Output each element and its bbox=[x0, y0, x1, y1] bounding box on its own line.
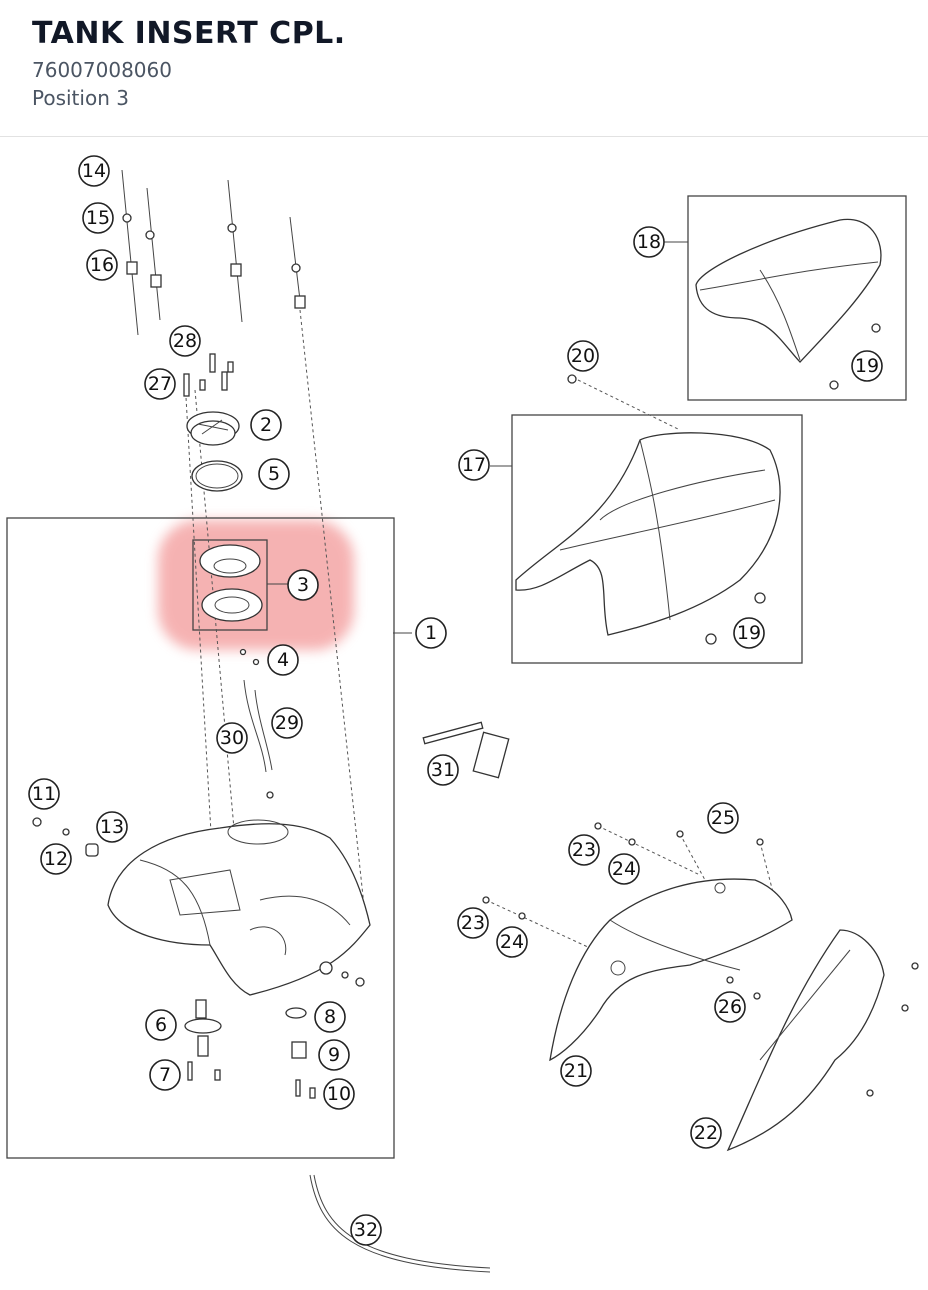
svg-text:21: 21 bbox=[564, 1060, 588, 1082]
screws bbox=[183, 353, 234, 397]
svg-text:11: 11 bbox=[32, 783, 56, 805]
callout-29[interactable]: 29 bbox=[271, 707, 303, 739]
svg-text:24: 24 bbox=[500, 931, 524, 953]
filler-cap bbox=[186, 411, 240, 446]
hose bbox=[309, 1174, 491, 1273]
svg-text:6: 6 bbox=[155, 1014, 167, 1036]
svg-text:14: 14 bbox=[82, 160, 106, 182]
seal-ring bbox=[191, 460, 243, 492]
callout-4[interactable]: 4 bbox=[267, 644, 299, 676]
callout-5[interactable]: 5 bbox=[258, 458, 290, 490]
callout-13[interactable]: 13 bbox=[96, 811, 128, 843]
fuel-tank bbox=[107, 819, 371, 996]
callout-31[interactable]: 31 bbox=[427, 754, 459, 786]
rear-fender bbox=[549, 878, 793, 1062]
svg-text:2: 2 bbox=[260, 414, 272, 436]
callout-30[interactable]: 30 bbox=[216, 722, 248, 754]
svg-text:19: 19 bbox=[855, 355, 879, 377]
svg-text:13: 13 bbox=[100, 816, 124, 838]
svg-text:28: 28 bbox=[173, 330, 197, 352]
part-number: 76007008060 bbox=[32, 58, 172, 82]
svg-text:23: 23 bbox=[461, 912, 485, 934]
tank-assembly-box bbox=[6, 517, 395, 1159]
callout-28[interactable]: 28 bbox=[169, 325, 201, 357]
side-cover bbox=[726, 929, 885, 1152]
callout-19-rear[interactable]: 19 bbox=[851, 350, 883, 382]
callout-25[interactable]: 25 bbox=[707, 802, 739, 834]
callout-8[interactable]: 8 bbox=[314, 1001, 346, 1033]
fuel-pump bbox=[184, 999, 222, 1081]
svg-text:31: 31 bbox=[431, 759, 455, 781]
header: TANK INSERT CPL. 76007008060 Position 3 bbox=[0, 0, 928, 137]
callout-12[interactable]: 12 bbox=[40, 843, 72, 875]
callout-22[interactable]: 22 bbox=[690, 1117, 722, 1149]
svg-text:32: 32 bbox=[354, 1219, 378, 1241]
callout-20[interactable]: 20 bbox=[567, 340, 599, 372]
svg-text:7: 7 bbox=[159, 1064, 171, 1086]
part-title: TANK INSERT CPL. bbox=[32, 16, 346, 51]
svg-text:19: 19 bbox=[737, 622, 761, 644]
svg-text:29: 29 bbox=[275, 712, 299, 734]
insert-box bbox=[192, 539, 268, 631]
callout-11[interactable]: 11 bbox=[28, 778, 60, 810]
svg-text:3: 3 bbox=[297, 574, 309, 596]
svg-text:16: 16 bbox=[90, 254, 114, 276]
rear-seat-box bbox=[687, 195, 907, 401]
callout-10[interactable]: 10 bbox=[323, 1078, 355, 1110]
rear-seat bbox=[695, 218, 882, 363]
svg-text:15: 15 bbox=[86, 207, 110, 229]
callout-2[interactable]: 2 bbox=[250, 409, 282, 441]
svg-text:8: 8 bbox=[324, 1006, 336, 1028]
callout-23-lower[interactable]: 23 bbox=[457, 907, 489, 939]
svg-text:12: 12 bbox=[44, 848, 68, 870]
svg-text:9: 9 bbox=[328, 1044, 340, 1066]
front-seat-box bbox=[511, 414, 803, 664]
callout-6[interactable]: 6 bbox=[145, 1009, 177, 1041]
callout-26[interactable]: 26 bbox=[714, 991, 746, 1023]
position-text: Position 3 bbox=[32, 86, 129, 110]
callout-27[interactable]: 27 bbox=[144, 368, 176, 400]
callout-23-upper[interactable]: 23 bbox=[568, 834, 600, 866]
svg-text:20: 20 bbox=[571, 345, 595, 367]
svg-text:17: 17 bbox=[462, 454, 486, 476]
svg-text:25: 25 bbox=[711, 807, 735, 829]
svg-text:18: 18 bbox=[637, 231, 661, 253]
callout-19-front[interactable]: 19 bbox=[733, 617, 765, 649]
callout-9[interactable]: 9 bbox=[318, 1039, 350, 1071]
svg-text:24: 24 bbox=[612, 858, 636, 880]
callout-7[interactable]: 7 bbox=[149, 1059, 181, 1091]
tank-insert[interactable] bbox=[199, 544, 263, 622]
svg-text:26: 26 bbox=[718, 996, 742, 1018]
callout-24-upper[interactable]: 24 bbox=[608, 853, 640, 885]
bolt-group bbox=[121, 169, 306, 336]
callout-16[interactable]: 16 bbox=[86, 249, 118, 281]
svg-text:1: 1 bbox=[425, 622, 437, 644]
svg-text:30: 30 bbox=[220, 727, 244, 749]
callout-21[interactable]: 21 bbox=[560, 1055, 592, 1087]
callout-14[interactable]: 14 bbox=[78, 155, 110, 187]
callout-18[interactable]: 18 bbox=[633, 226, 665, 258]
front-seat bbox=[515, 432, 781, 636]
callout-15[interactable]: 15 bbox=[82, 202, 114, 234]
callout-3[interactable]: 3 bbox=[287, 569, 319, 601]
callout-24-lower[interactable]: 24 bbox=[496, 926, 528, 958]
svg-text:10: 10 bbox=[327, 1083, 351, 1105]
callout-17[interactable]: 17 bbox=[458, 449, 490, 481]
svg-text:23: 23 bbox=[572, 839, 596, 861]
svg-text:27: 27 bbox=[148, 373, 172, 395]
callout-1[interactable]: 1 bbox=[415, 617, 447, 649]
callout-32[interactable]: 32 bbox=[350, 1214, 382, 1246]
svg-text:5: 5 bbox=[268, 463, 280, 485]
svg-text:4: 4 bbox=[277, 649, 289, 671]
svg-text:22: 22 bbox=[694, 1122, 718, 1144]
